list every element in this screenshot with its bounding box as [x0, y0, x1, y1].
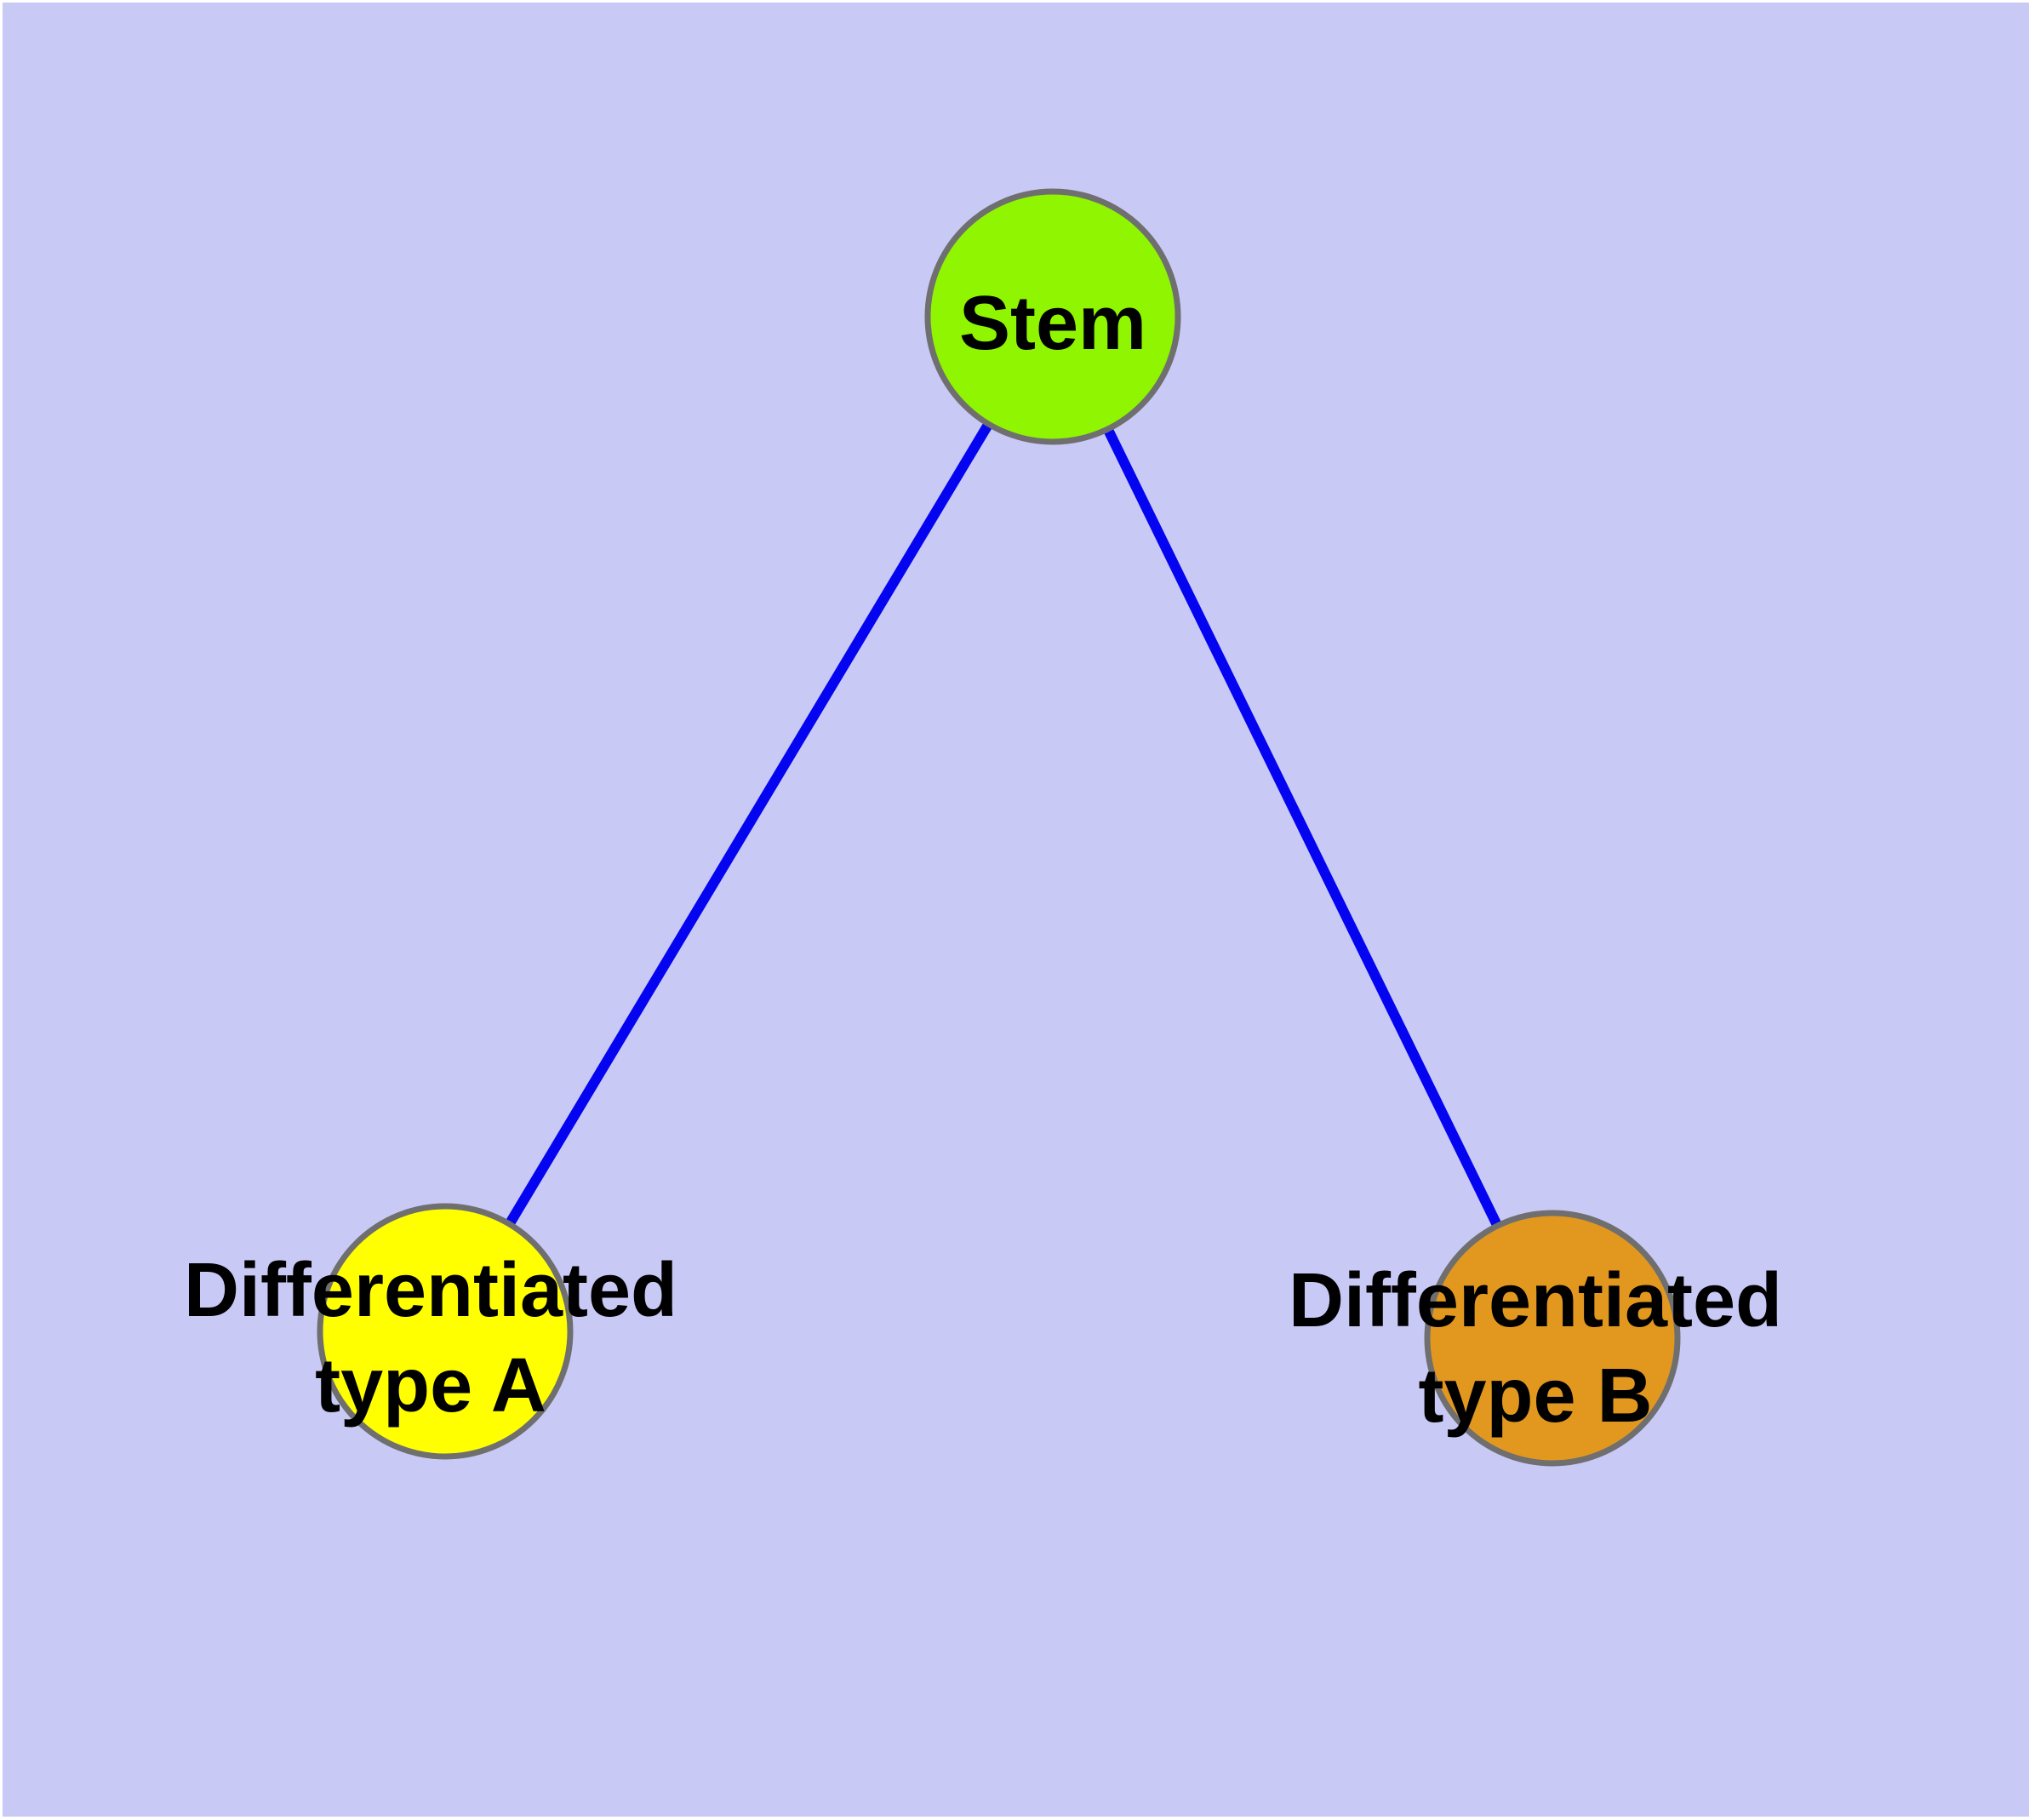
- node-type-b: [1424, 1210, 1681, 1467]
- edge-stem-to-type-b: [1048, 314, 1557, 1341]
- node-stem: [924, 188, 1181, 445]
- node-type-a-label-line1: Differentiated: [184, 1248, 677, 1333]
- node-type-a-label-line2: type A: [315, 1343, 546, 1428]
- node-type-b-label-line1: Differentiated: [1289, 1258, 1782, 1343]
- node-stem-label: Stem: [959, 281, 1146, 366]
- node-type-b-label-line2: type B: [1418, 1354, 1652, 1439]
- edge-stem-to-type-a: [440, 313, 1058, 1335]
- node-type-a: [317, 1203, 574, 1460]
